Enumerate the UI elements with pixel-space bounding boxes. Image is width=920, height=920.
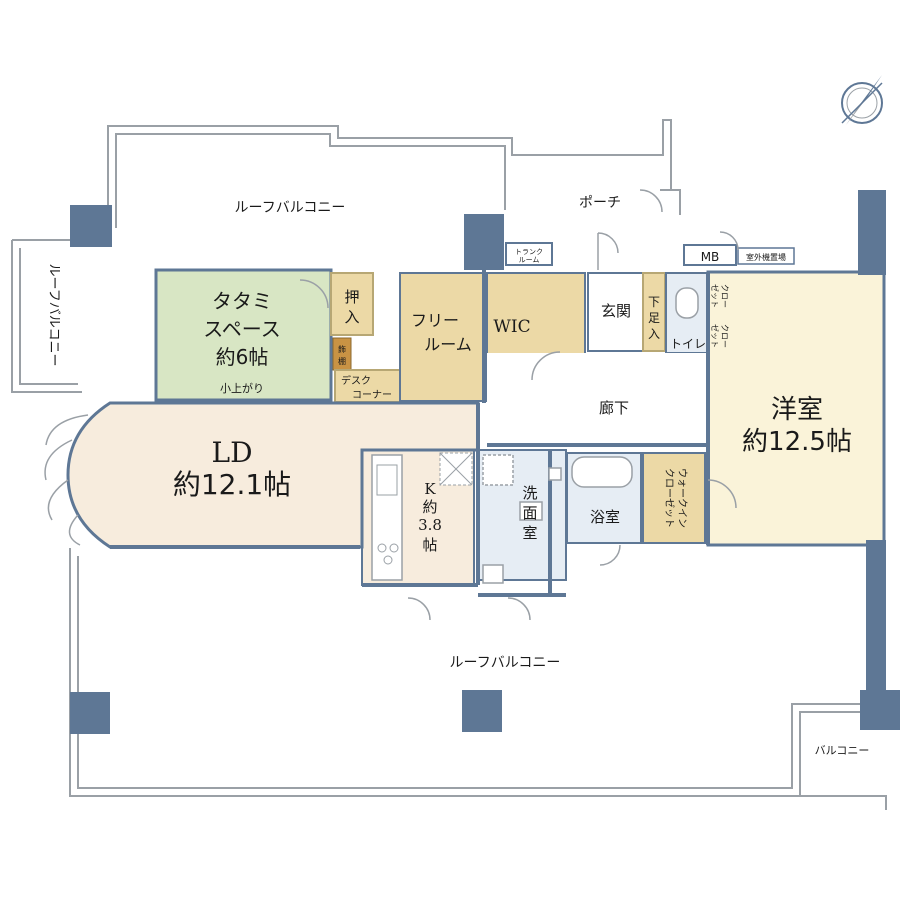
shoe-closet-label-1: 下 xyxy=(648,295,660,309)
kazari-label-2: 棚 xyxy=(338,356,346,366)
compass-icon xyxy=(841,75,883,125)
tatami-label-2: スペース xyxy=(203,317,281,341)
mb-label: MB xyxy=(701,250,720,264)
roof-balcony-bottom-label: ルーフバルコニー xyxy=(450,655,561,671)
oshiire xyxy=(330,272,374,336)
free-room-label-2: ルーム xyxy=(424,335,472,354)
hallway xyxy=(487,353,709,445)
western-room-label-1: 洋室 xyxy=(771,395,823,425)
oshiire-label-1: 押 xyxy=(344,288,359,306)
porch-label: ポーチ xyxy=(579,195,621,211)
desk-label-1: デスク xyxy=(341,374,371,387)
ld-label-2: 約12.1帖 xyxy=(173,468,291,501)
roof-balcony-top-label: ルーフバルコニー xyxy=(235,200,346,216)
svg-text:ゼット: ゼット xyxy=(710,324,720,348)
tatami-label-3: 約6帖 xyxy=(216,345,269,369)
trunk-room-label-2: ルーム xyxy=(519,256,540,264)
svg-text:ゼット: ゼット xyxy=(710,284,720,308)
bay-window xyxy=(44,414,89,546)
wic-label: WIC xyxy=(493,317,530,337)
trunk-room-label-1: トランク xyxy=(515,248,543,256)
free-room-label-1: フリー xyxy=(411,311,459,330)
kitchen-label-3: 3.8 xyxy=(418,516,442,534)
closet-2-label: クロー ゼット xyxy=(710,324,729,348)
shoe-closet-label-2: 足 xyxy=(648,311,660,325)
genkan xyxy=(587,272,644,352)
kitchen-label-4: 帖 xyxy=(422,536,437,554)
walkin-closet-label: ウォークイン クローゼット xyxy=(663,468,688,528)
kazari-label-1: 飾 xyxy=(338,344,346,354)
washroom-label-3: 室 xyxy=(522,524,537,542)
kitchen-label-2: 約 xyxy=(422,498,437,516)
svg-text:ウォークイン: ウォークイン xyxy=(676,468,688,528)
closet-1-label: クロー ゼット xyxy=(710,284,729,308)
toilet-label: トイレ xyxy=(670,337,706,351)
bath-fixtures xyxy=(482,287,699,584)
svg-text:クロー: クロー xyxy=(720,324,729,348)
desk-label-2: コーナー xyxy=(352,389,392,401)
svg-text:ルーフバルコニー: ルーフバルコニー xyxy=(46,264,61,367)
genkan-label: 玄関 xyxy=(601,302,631,320)
tatami-label-1: タタミ xyxy=(212,289,272,313)
walkin-closet xyxy=(642,452,706,544)
svg-text:クローゼット: クローゼット xyxy=(663,468,675,528)
room-fills xyxy=(66,268,886,586)
interior-walls xyxy=(110,270,710,597)
roof-balcony-left-label: ルーフバルコニー xyxy=(46,264,61,367)
kitchen-label-1: K xyxy=(424,480,436,498)
svg-text:クロー: クロー xyxy=(720,284,729,308)
western-room-label-2: 約12.5帖 xyxy=(742,427,852,457)
hallway-label: 廊下 xyxy=(599,399,629,417)
shoe-closet-label-3: 入 xyxy=(648,327,660,341)
tatami-raised-label: 小上がり xyxy=(220,381,264,395)
washroom-label-1: 洗 xyxy=(522,484,537,502)
door-swings xyxy=(299,189,739,621)
washroom-label-2: 面 xyxy=(522,504,537,522)
outdoor-unit-label: 室外機置場 xyxy=(746,252,786,262)
ld-label-1: LD xyxy=(211,436,252,469)
room-labels: ルーフバルコニー ポーチ トランク ルーム MB 室外機置場 ルーフバルコニー … xyxy=(46,195,869,757)
kitchen-fixtures xyxy=(371,452,473,581)
wall-pillars xyxy=(70,190,900,734)
bathroom-label: 浴室 xyxy=(590,508,620,526)
balcony-label: バルコニー xyxy=(815,744,870,757)
oshiire-label-2: 入 xyxy=(344,308,359,326)
free-room xyxy=(399,272,485,402)
